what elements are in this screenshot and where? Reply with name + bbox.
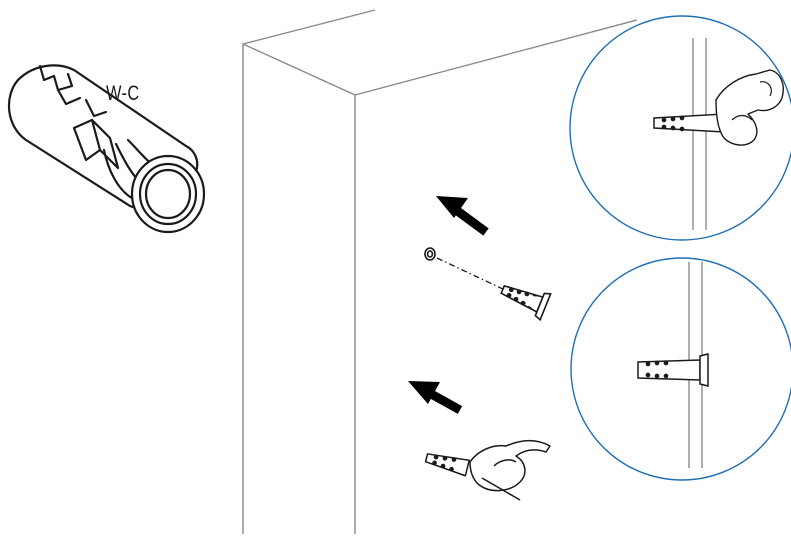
wall-anchor-plug-icon xyxy=(637,353,709,387)
hand-icon xyxy=(715,69,784,146)
drill-hole-icon xyxy=(424,247,436,261)
wall-section-upper xyxy=(692,38,707,230)
insert-arrow-lower xyxy=(408,381,463,414)
wall-anchor-plug-icon xyxy=(500,284,552,322)
wall-anchor-part-drawing xyxy=(7,64,206,234)
wall-outline xyxy=(242,9,638,534)
insert-arrow-upper xyxy=(436,196,489,236)
hand-inserting-plug xyxy=(424,440,551,501)
alignment-dash-line xyxy=(436,257,506,291)
part-label: W-C xyxy=(106,82,140,105)
detail-circle-lower xyxy=(570,257,791,481)
hand-icon xyxy=(469,440,551,492)
wall-anchor-plug-icon xyxy=(653,113,725,133)
detail-circle-upper xyxy=(569,15,791,241)
